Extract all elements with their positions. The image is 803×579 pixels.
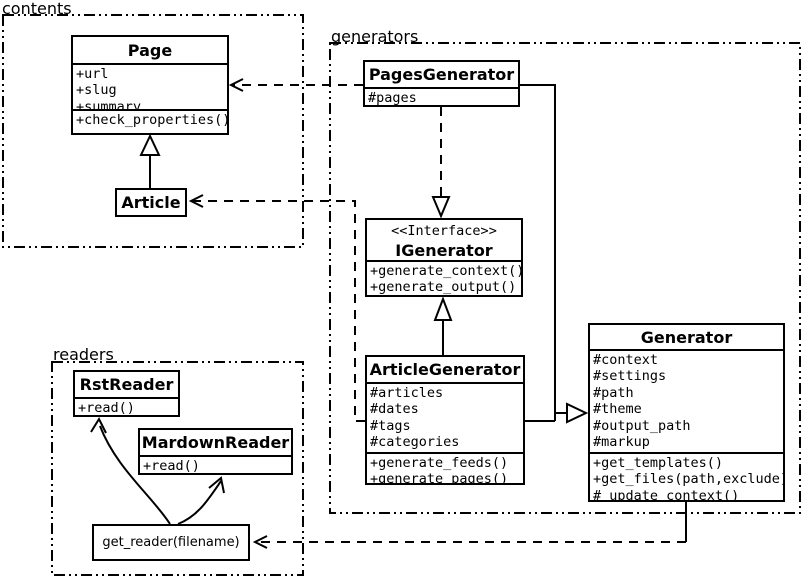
member-line: #settings (593, 368, 667, 385)
inheritance-arrowhead-generator (566, 402, 589, 424)
member-line: #pages (368, 90, 417, 105)
interface-igenerator-methods: +generate_context()+generate_output() (367, 260, 521, 295)
member-line: #dates (370, 401, 419, 418)
class-pagesgenerator-name: PagesGenerator (368, 65, 515, 84)
generators-package-border (329, 42, 801, 514)
class-generator-name: Generator (640, 327, 733, 347)
interface-igenerator-name: IGenerator (395, 241, 493, 260)
open-arrowhead-mardownreader (208, 476, 225, 494)
edge-getreader-to-rstreader (99, 425, 171, 525)
member-line: #path (593, 384, 634, 401)
class-article-name: Article (121, 193, 181, 212)
member-line: +url (76, 66, 109, 82)
inheritance-arrowhead-page (139, 133, 161, 156)
member-line: +generate_feeds() (370, 455, 509, 471)
class-mardownreader-methods: +read() (140, 455, 291, 473)
class-generator-attributes: #context#settings#path#theme#output_path… (590, 349, 783, 452)
member-line: +get_files(path,exclude) (593, 471, 783, 488)
interface-igenerator: <<Interface>> IGenerator +generate_conte… (365, 218, 523, 297)
class-mardownreader: MardownReader +read() (138, 428, 293, 475)
open-arrowhead-getreader (252, 535, 268, 549)
inheritance-arrowhead-igenerator (433, 296, 453, 321)
class-articlegenerator-attributes: #articles#dates#tags#categories (367, 382, 523, 452)
edge-articlegenerator-to-article (193, 200, 365, 422)
class-rstreader: RstReader +read() (73, 370, 180, 417)
member-line: #markup (593, 434, 650, 451)
member-line: +read() (143, 458, 200, 473)
function-get-reader: get_reader(filename) (92, 524, 250, 561)
realization-arrowhead-igenerator (431, 196, 451, 219)
class-generator: Generator #context#settings#path#theme#o… (588, 323, 785, 502)
member-line: +get_templates() (593, 455, 724, 471)
class-articlegenerator-name: ArticleGenerator (369, 360, 521, 379)
open-arrowhead-rstreader (90, 416, 107, 434)
class-pagesgenerator-attributes: #pages (365, 87, 518, 105)
member-line: +generate_output() (370, 279, 517, 295)
member-line: +generate_context() (370, 263, 521, 279)
class-page-attributes: +url+slug+summary (73, 63, 227, 109)
member-line: #_update_context() (593, 487, 740, 500)
member-line: #output_path (593, 417, 691, 434)
member-line: +summary (76, 98, 142, 109)
class-rstreader-name: RstReader (79, 375, 174, 394)
class-article: Article (115, 188, 187, 217)
class-pagesgenerator: PagesGenerator #pages (363, 60, 520, 107)
contents-package-label: contents (2, 0, 72, 18)
class-articlegenerator: ArticleGenerator #articles#dates#tags#ca… (365, 355, 525, 485)
class-articlegenerator-methods: +generate_feeds()+generate_pages() (367, 452, 523, 483)
edge-getreader-to-mardownreader (177, 480, 222, 525)
member-line: +generate_pages() (370, 471, 509, 483)
class-page: Page +url+slug+summary +check_properties… (71, 35, 229, 135)
readers-package-border (51, 361, 304, 576)
readers-package-label: readers (53, 345, 114, 364)
function-get-reader-label: get_reader(filename) (102, 535, 240, 550)
class-page-name: Page (127, 40, 173, 60)
class-mardownreader-name: MardownReader (141, 433, 290, 452)
class-page-methods: +check_properties() (73, 109, 227, 133)
class-rstreader-methods: +read() (75, 397, 178, 415)
member-line: #context (593, 352, 659, 368)
interface-igenerator-stereotype: <<Interface>> (391, 223, 497, 239)
member-line: #categories (370, 434, 460, 451)
contents-package-border (2, 14, 304, 248)
edge-pagesgenerator-to-generator (520, 84, 556, 421)
class-generator-methods: +get_templates()+get_files(path,exclude)… (590, 452, 783, 500)
member-line: +check_properties() (76, 112, 227, 128)
member-line: #articles (370, 385, 444, 401)
open-arrowhead-page (228, 78, 244, 92)
member-line: #theme (593, 401, 642, 418)
member-line: +read() (78, 400, 135, 415)
member-line: #tags (370, 417, 411, 434)
generators-package-label: generators (331, 27, 419, 46)
member-line: +slug (76, 82, 117, 99)
open-arrowhead-article (188, 194, 204, 208)
